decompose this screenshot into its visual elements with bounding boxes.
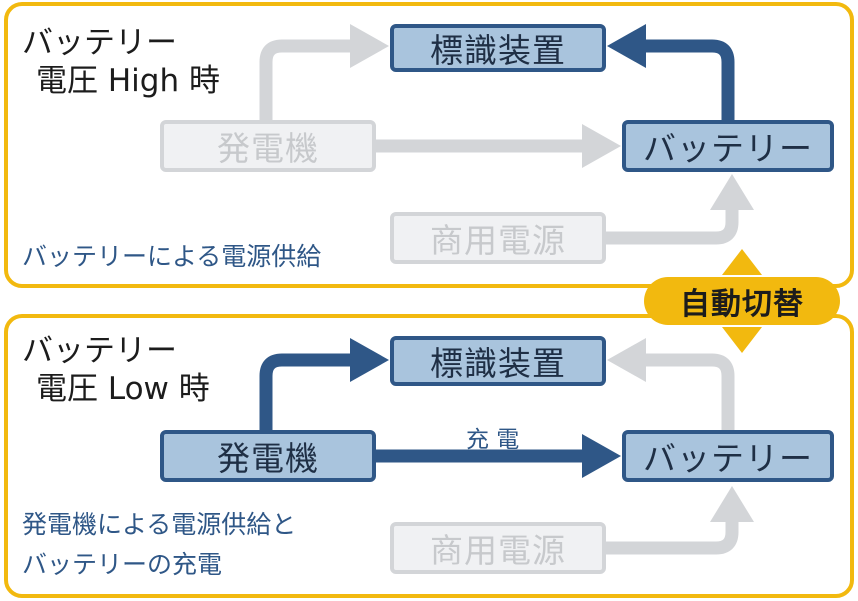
node-generator-bottom: 発電機 [160,430,376,482]
condition-top-line1: バッテリー [22,25,177,61]
condition-bottom-line1: バッテリー [22,333,177,369]
edge-label-charge: 充 電 [466,427,520,453]
node-battery-bottom: バッテリー [622,430,834,482]
arrow-commercial-to-battery-top [606,208,739,245]
node-commercial-top: 商用電源 [390,212,606,264]
condition-top-line2: 電圧 High 時 [36,63,220,99]
arrow-generator-to-sign-bottom [259,353,352,430]
node-generator-top: 発電機 [160,120,376,172]
node-commercial-bottom: 商用電源 [390,522,606,574]
switch-arrow-up [722,249,762,275]
arrow-battery-to-sign-top [644,39,735,120]
arrowhead-battery-to-sign-bottom [607,338,646,382]
auto-switch-badge: 自動切替 [644,277,840,325]
arrowhead-generator-to-battery-bottom [582,434,621,478]
description-bottom-line2: バッテリーの充電 [22,550,223,579]
arrowhead-battery-to-sign-top [607,24,646,68]
description-top: バッテリーによる電源供給 [22,242,322,271]
description-bottom-line1: 発電機による電源供給と [22,510,297,539]
node-sign-bottom: 標識装置 [390,336,606,386]
arrow-generator-to-sign-top [259,39,352,120]
arrowhead-commercial-to-battery-top [710,174,754,210]
arrow-commercial-to-battery-bottom [606,520,739,555]
condition-bottom-line2: 電圧 Low 時 [36,371,210,407]
switch-arrow-down [722,327,762,353]
arrowhead-generator-to-sign-bottom [350,338,389,382]
arrowhead-generator-to-sign-top [350,24,389,68]
arrow-battery-to-sign-bottom [644,353,735,430]
node-sign-top: 標識装置 [390,24,606,72]
arrowhead-commercial-to-battery-bottom [710,486,754,522]
arrowhead-generator-to-battery-top [582,124,621,168]
node-battery-top: バッテリー [622,120,834,172]
